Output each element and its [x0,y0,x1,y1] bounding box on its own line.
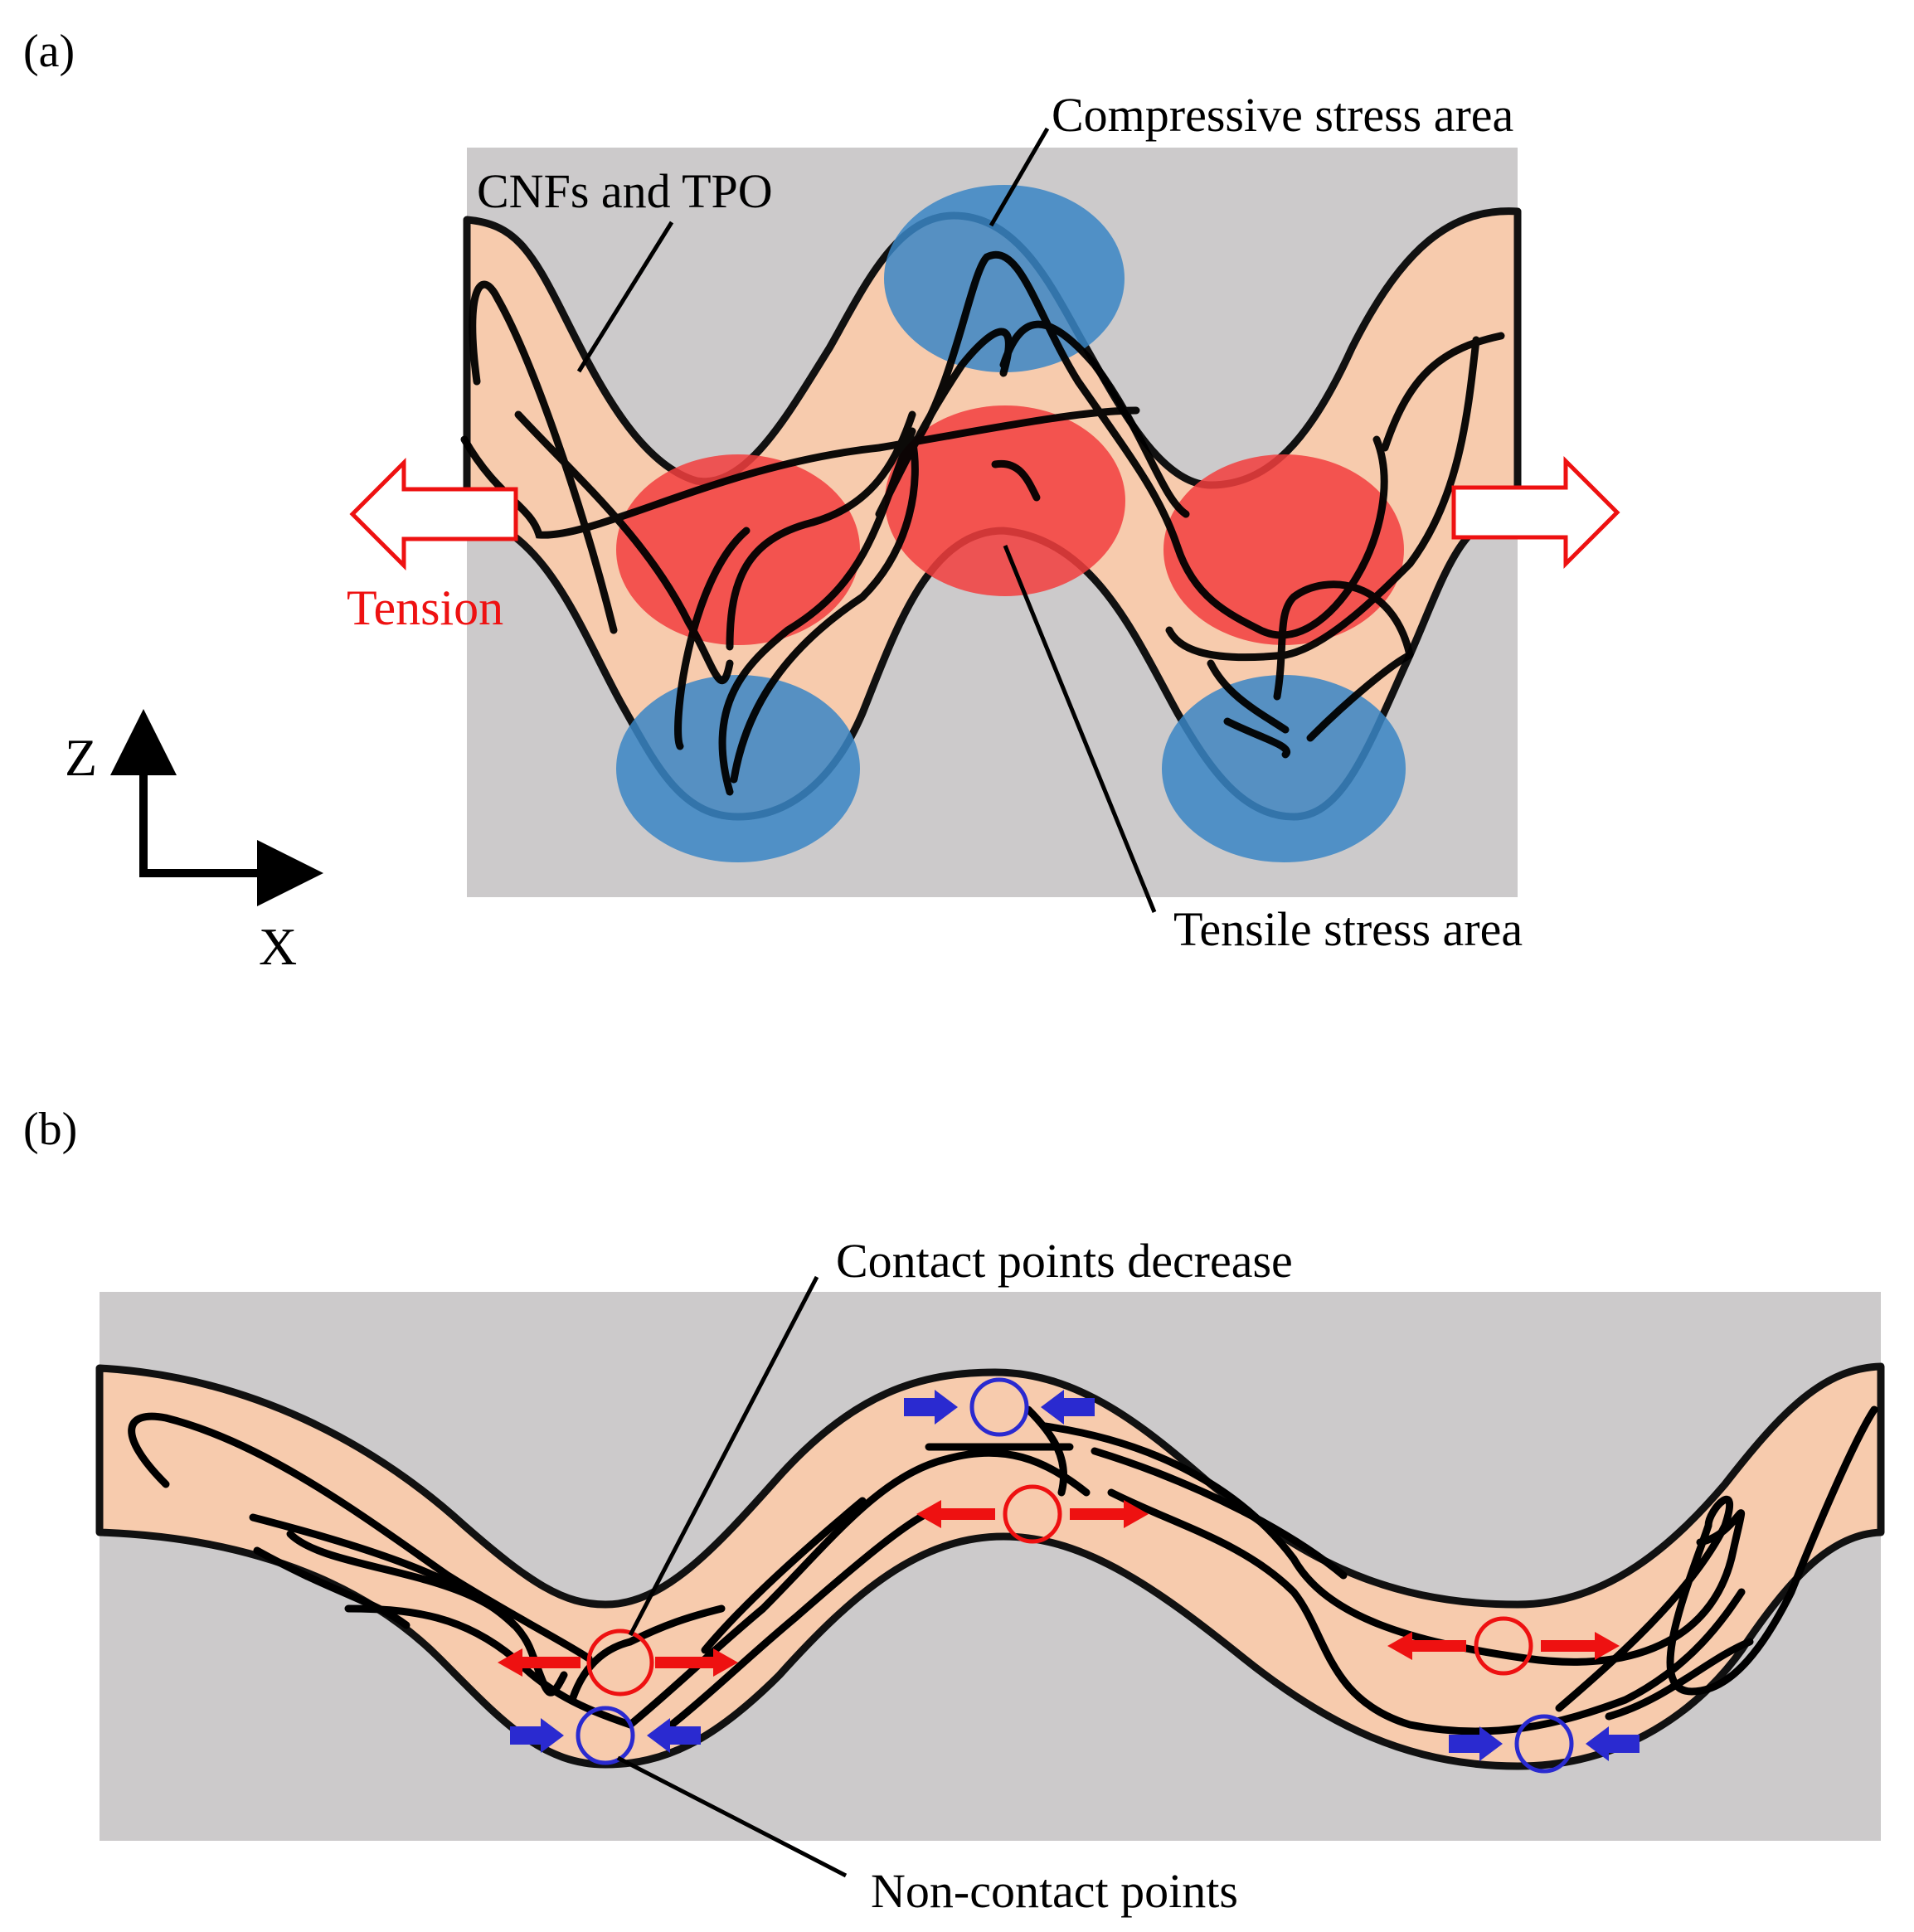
fiber-a3 [460,406,1140,539]
tensile-zone-2 [885,405,1125,596]
fiber-b15 [1555,1405,1878,1712]
leader-non-contact [616,1755,848,1878]
fiber-a13 [1381,332,1505,452]
fiber-b11 [1024,1405,1068,1497]
arrow-red-left-3 [1387,1632,1466,1660]
fiber-b4 [286,1530,568,1697]
fiber-a5 [674,527,751,750]
fiber-a6 [730,435,919,784]
label-tensile-stress: Tensile stress area [1173,902,1523,956]
non-contact-point-3 [1514,1714,1574,1774]
leader-contact-decrease [628,1275,819,1637]
fiber-a4 [726,410,916,651]
arrow-red-left-2 [916,1500,995,1528]
fiber-a2 [514,410,734,685]
leader-compressive [989,127,1050,227]
tensile-zone-1 [616,454,860,645]
fiber-a16 [1273,580,1414,701]
axes-indicator: Z X [65,709,323,976]
fiber-a9 [908,250,1388,639]
leader-cnfs [576,221,674,373]
label-contact-points-decrease: Contact points decrease [836,1234,1293,1288]
panel-b: (b) [23,1104,1885,1918]
fiber-b9 [701,1497,867,1654]
arrow-red-right-2 [1070,1500,1149,1528]
fiber-a17 [1306,651,1414,742]
contact-point-red-3 [1474,1616,1533,1676]
compressive-zone-1 [884,185,1125,372]
contact-markers [498,1377,1640,1774]
z-axis-label: Z [65,728,97,787]
panel-a-label: (a) [23,26,75,77]
panel-a: (a) [23,26,1620,976]
fiber-b13 [1091,1447,1348,1580]
arrow-blue-in-1a [510,1718,564,1753]
fiber-a15 [1207,659,1290,734]
panel-b-label: (b) [23,1104,77,1155]
contact-point-red-1 [586,1629,654,1697]
non-contact-point-1 [576,1706,635,1765]
arrow-blue-in-3a [1449,1726,1503,1761]
fiber-b12 [1041,1422,1746,1666]
label-non-contact-points: Non-contact points [871,1864,1238,1918]
fiber-b8 [668,1505,941,1729]
tension-arrow-left [349,457,518,571]
tension-arrow-right [1451,455,1620,570]
non-contact-point-2 [969,1377,1029,1437]
arrow-blue-in-1b [647,1718,701,1753]
fiber-b3 [253,1546,410,1629]
fiber-a11 [991,459,1041,502]
fiber-b1 [128,1412,593,1663]
leader-tensile [1003,545,1157,913]
fiber-a8 [875,328,1013,518]
compressive-zone-3 [1162,675,1406,862]
arrow-red-right-3 [1541,1632,1620,1660]
arrow-blue-in-2a [904,1390,958,1425]
label-tension: Tension [347,580,503,635]
contact-point-red-2 [1003,1484,1062,1544]
arrow-blue-in-3b [1586,1726,1640,1761]
x-axis-label: X [259,917,297,976]
arrow-blue-in-2b [1041,1390,1095,1425]
fiber-a10 [999,320,1190,518]
fiber-b16 [1605,1638,1754,1721]
fiber-a14 [1223,717,1291,759]
arrow-red-left-1 [498,1648,581,1677]
label-cnfs-tpo: CNFs and TPO [477,164,773,218]
label-compressive-stress: Compressive stress area [1052,88,1513,142]
fiber-b6 [568,1604,726,1704]
panel-a-fibers [460,250,1505,796]
arrow-red-right-1 [655,1648,738,1677]
